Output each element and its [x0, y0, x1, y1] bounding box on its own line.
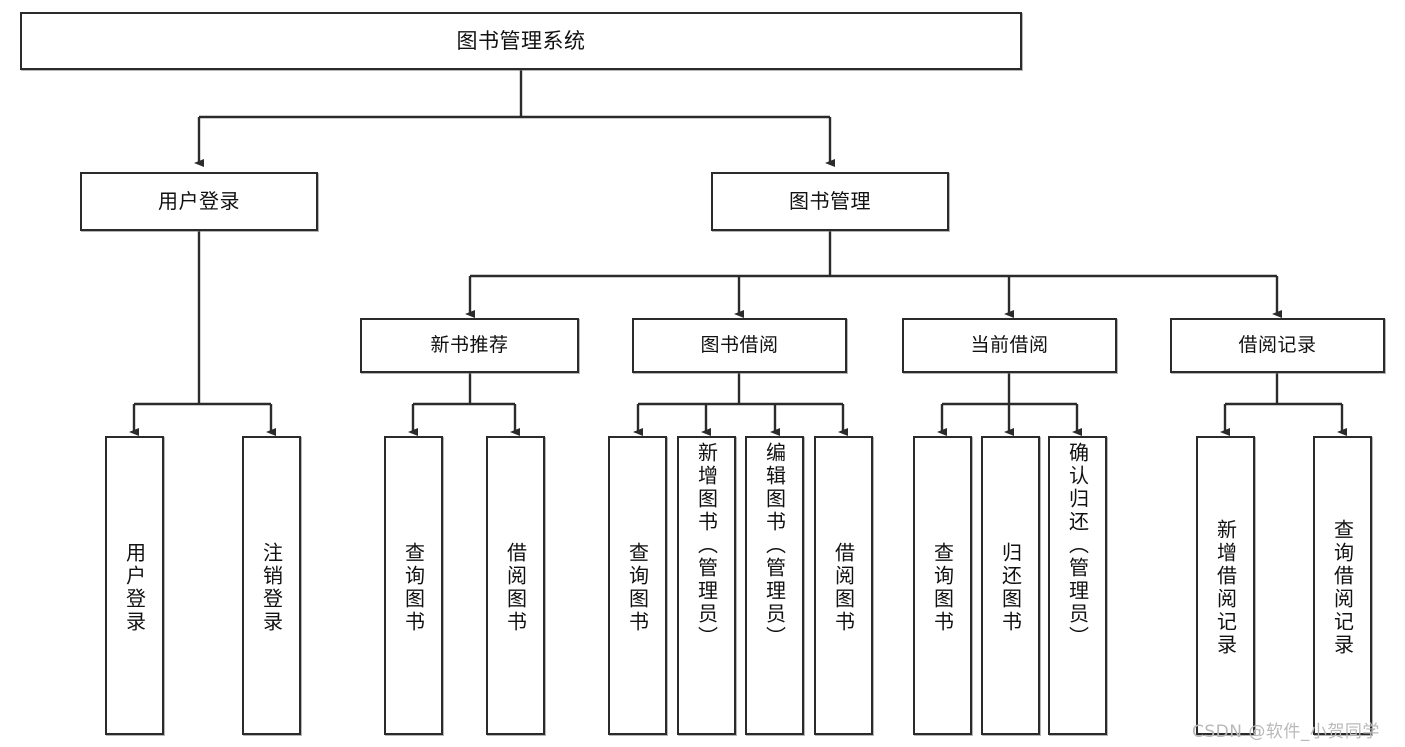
node-label: 借阅图书: [503, 541, 528, 634]
node-new-book-recommend[interactable]: 新书推荐: [360, 318, 579, 373]
node-label: 用户登录: [158, 189, 240, 213]
leaf-current-borrow-query[interactable]: 查询图书: [913, 436, 972, 735]
node-label: 归还图书: [998, 541, 1023, 634]
leaf-borrow-record-add[interactable]: 新增借阅记录: [1196, 436, 1255, 735]
node-label: 查询图书: [401, 541, 426, 634]
leaf-current-borrow-return[interactable]: 归还图书: [981, 436, 1040, 735]
node-label: 图书管理: [789, 189, 871, 213]
node-user-login[interactable]: 用户登录: [80, 172, 318, 231]
node-label: 新增图书（管理员）: [694, 442, 719, 649]
node-label: 新增借阅记录: [1213, 518, 1238, 657]
node-label: 借阅记录: [1238, 333, 1317, 356]
leaf-book-borrow-query[interactable]: 查询图书: [608, 436, 667, 735]
node-label: 新书推荐: [430, 333, 509, 356]
watermark-text: CSDN @软件_小贺同学: [1192, 722, 1380, 742]
node-label: 查询图书: [930, 541, 955, 634]
node-label: 查询图书: [625, 541, 650, 634]
node-label: 用户登录: [122, 541, 147, 634]
leaf-new-book-query[interactable]: 查询图书: [384, 436, 443, 735]
leaf-new-book-borrow[interactable]: 借阅图书: [486, 436, 545, 735]
node-current-borrow[interactable]: 当前借阅: [902, 318, 1117, 373]
node-label: 借阅图书: [831, 541, 856, 634]
node-root-book-management-system[interactable]: 图书管理系统: [20, 12, 1022, 70]
node-label: 确认归还（管理员）: [1065, 442, 1090, 649]
node-label: 图书管理系统: [456, 28, 586, 53]
node-book-borrow[interactable]: 图书借阅: [632, 318, 847, 373]
node-label: 查询借阅记录: [1330, 518, 1355, 657]
leaf-user-login-logout[interactable]: 注销登录: [242, 436, 301, 735]
leaf-user-login-login[interactable]: 用户登录: [105, 436, 164, 735]
leaf-book-borrow-edit[interactable]: 编辑图书（管理员）: [745, 436, 804, 735]
node-label: 当前借阅: [970, 333, 1049, 356]
leaf-book-borrow-borrow[interactable]: 借阅图书: [814, 436, 873, 735]
node-label: 注销登录: [259, 541, 284, 634]
leaf-book-borrow-add[interactable]: 新增图书（管理员）: [677, 436, 736, 735]
leaf-current-borrow-confirm-return[interactable]: 确认归还（管理员）: [1048, 436, 1107, 735]
node-book-management[interactable]: 图书管理: [711, 172, 949, 231]
leaf-borrow-record-query[interactable]: 查询借阅记录: [1313, 436, 1372, 735]
node-label: 编辑图书（管理员）: [762, 442, 787, 649]
node-label: 图书借阅: [700, 333, 779, 356]
node-borrow-records[interactable]: 借阅记录: [1170, 318, 1385, 373]
